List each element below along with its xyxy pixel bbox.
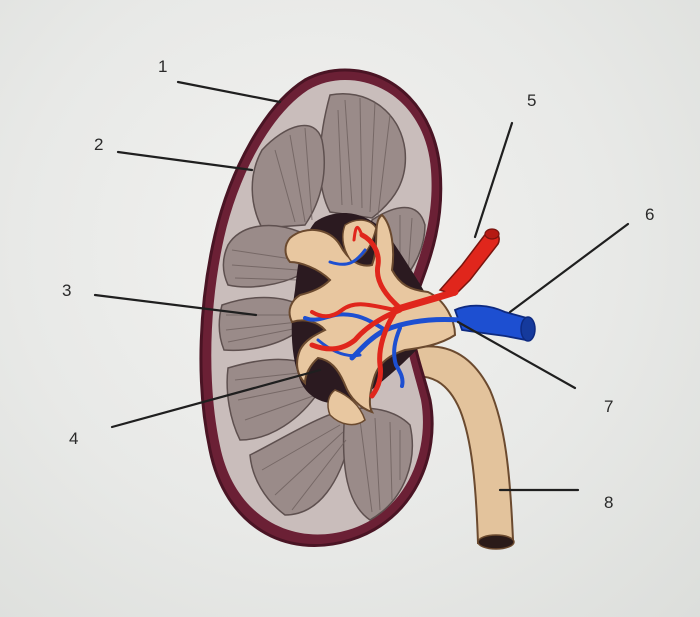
leader-line-7 xyxy=(456,320,577,390)
leader-line-1 xyxy=(176,80,282,104)
label-5: 5 xyxy=(527,91,536,110)
pyramid-left xyxy=(218,296,301,352)
pyramid-upper-left xyxy=(251,124,325,229)
minor-calyx-upper xyxy=(342,219,377,263)
pyramid-lower-left xyxy=(226,358,321,441)
pyramid-bottom-left xyxy=(249,409,351,516)
renal-artery xyxy=(309,225,500,399)
pyramid-left-upper xyxy=(222,224,301,288)
renal-pelvis xyxy=(284,213,457,414)
leader-line-4 xyxy=(110,368,322,429)
leader-line-3 xyxy=(93,293,258,317)
leader-line-5 xyxy=(473,121,514,239)
label-7: 7 xyxy=(604,397,613,416)
label-2: 2 xyxy=(94,135,103,154)
label-6: 6 xyxy=(645,205,654,224)
pyramid-striations xyxy=(225,97,413,513)
label-1: 1 xyxy=(158,57,167,76)
leader-line-2 xyxy=(116,150,254,172)
label-3: 3 xyxy=(62,281,71,300)
ureter xyxy=(404,345,515,550)
label-8: 8 xyxy=(604,493,613,512)
leader-lines xyxy=(93,80,630,492)
minor-calyx-lower xyxy=(327,389,366,426)
number-labels: 1 2 3 4 5 6 7 8 xyxy=(62,57,654,512)
leader-line-6 xyxy=(508,222,630,314)
kidney xyxy=(199,68,457,548)
label-4: 4 xyxy=(69,429,78,448)
ureter-opening xyxy=(477,534,515,550)
